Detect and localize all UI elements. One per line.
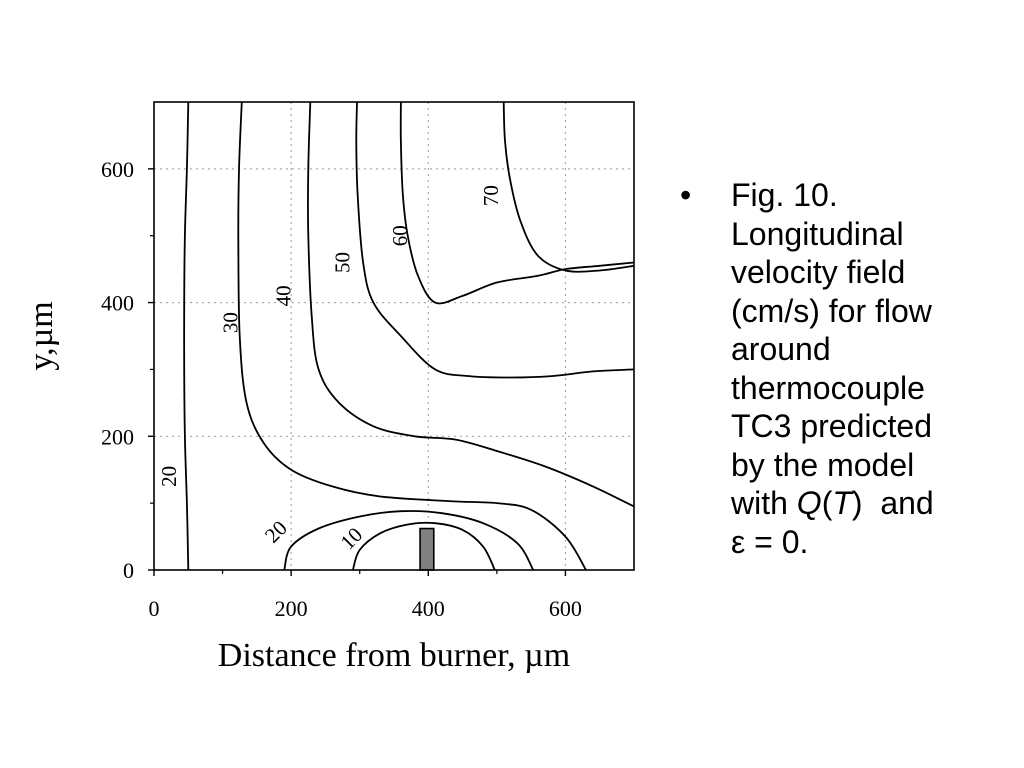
caption-line: ε = 0. xyxy=(731,523,809,560)
contour-label: 50 xyxy=(330,252,354,273)
x-tick-label: 0 xyxy=(149,596,160,621)
y-axis-title: y,µm xyxy=(23,301,60,370)
x-tick-label: 400 xyxy=(412,596,445,621)
x-tick-label: 600 xyxy=(549,596,582,621)
caption-line: TC3 predicted xyxy=(731,408,932,444)
caption-symbol-t: T xyxy=(832,485,852,521)
x-axis-title: Distance from burner, µm xyxy=(218,637,570,674)
contour-labels: 10 20 20 30 40 50 60 70 xyxy=(157,185,503,554)
contour-label: 20 xyxy=(260,516,292,548)
y-tick-label: 200 xyxy=(101,424,134,449)
thermocouple-obstacle xyxy=(419,527,435,571)
caption-line: Longitudinal xyxy=(731,215,904,252)
x-tick-label: 200 xyxy=(275,596,308,621)
axis-ticks: 0 200 400 600 0 200 400 600 xyxy=(101,157,582,621)
grid-lines xyxy=(154,102,634,570)
bullet-icon: • xyxy=(680,177,692,213)
y-tick-label: 600 xyxy=(101,157,134,182)
caption-line: velocity field xyxy=(731,254,906,290)
contour-label: 70 xyxy=(479,185,503,206)
caption-text-segment: with xyxy=(731,485,797,521)
caption-line: Fig. 10. xyxy=(731,177,838,213)
contour-line-60 xyxy=(399,101,635,305)
caption-text-segment: ( xyxy=(821,485,833,521)
y-tick-label: 400 xyxy=(101,291,134,316)
contour-label: 20 xyxy=(157,466,181,487)
caption-text-segment: and xyxy=(862,485,934,521)
contour-line-50 xyxy=(355,101,635,379)
contour-line-40 xyxy=(307,101,635,508)
contour-label: 10 xyxy=(335,522,367,554)
caption-line: around xyxy=(731,331,831,367)
contour-line-70 xyxy=(502,101,635,273)
caption-text: Fig. 10. Longitudinal velocity field (cm… xyxy=(731,176,1001,561)
caption-line: thermocouple xyxy=(731,369,925,406)
thermocouple-rect xyxy=(419,527,435,571)
contour-label: 60 xyxy=(388,225,412,246)
caption-line: with Q(T) and xyxy=(731,484,1001,523)
caption-line: by the model xyxy=(731,446,915,483)
caption-symbol-q: Q xyxy=(796,485,822,521)
contour-lines xyxy=(183,101,635,571)
caption-text-segment: ) xyxy=(851,485,863,521)
caption-line: (cm/s) for flow xyxy=(731,292,932,329)
contour-line-20 xyxy=(183,101,190,571)
contour-label: 40 xyxy=(271,285,295,306)
contour-line-30 xyxy=(237,101,587,571)
contour-label: 30 xyxy=(219,312,243,333)
contour-line-10 xyxy=(352,521,496,571)
plot-frame xyxy=(153,101,635,571)
contour-line-20 xyxy=(283,510,534,571)
y-tick-label: 0 xyxy=(123,558,134,583)
